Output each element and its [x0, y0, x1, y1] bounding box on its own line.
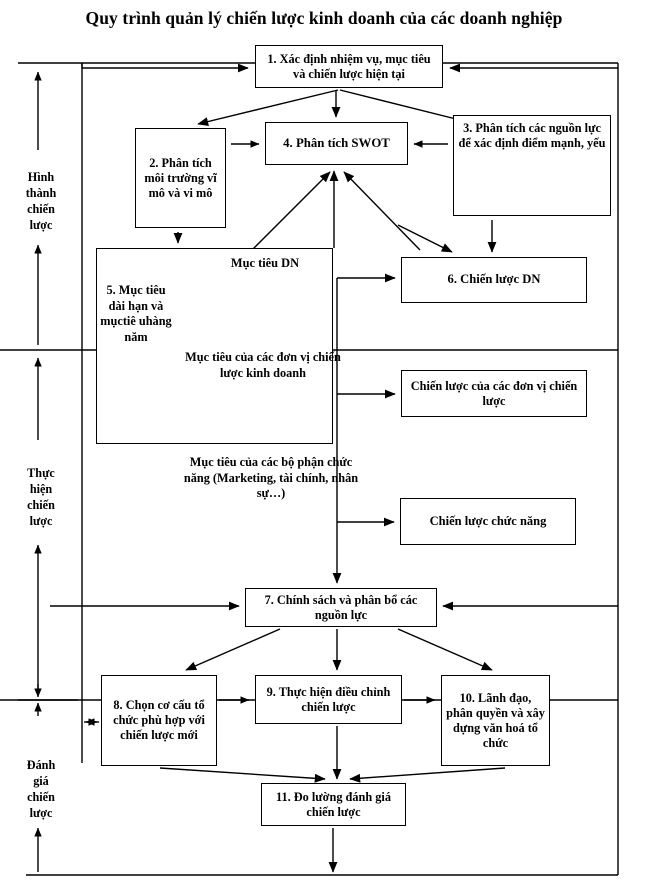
- node-9-strategy-adjustment[interactable]: 9. Thực hiện điều chỉnh chiến lược: [255, 675, 402, 724]
- node-5-label: 5. Mục tiêu dài hạn và mụctiê uhàng năm: [100, 283, 172, 345]
- label-objective-sbu: Mục tiêu của các đơn vị chiến lược kinh …: [185, 350, 341, 380]
- node-10-leadership-culture[interactable]: 10. Lãnh đạo, phân quyền và xây dựng văn…: [441, 675, 550, 766]
- node-11-measure-evaluate[interactable]: 11. Đo lường đánh giá chiến lược: [261, 783, 406, 826]
- node-3-resource-analysis[interactable]: 3. Phân tích các nguồn lực để xác định đ…: [453, 115, 611, 216]
- node-functional-strategy[interactable]: Chiến lược chức năng: [400, 498, 576, 545]
- node-4-swot-analysis[interactable]: 4. Phân tích SWOT: [265, 122, 408, 165]
- node-sbu-strategy[interactable]: Chiến lược của các đơn vị chiến lược: [401, 370, 587, 417]
- label-objective-function: Mục tiêu của các bộ phận chức năng (Mark…: [183, 455, 359, 501]
- node-7-policy-resource-allocation[interactable]: 7. Chính sách và phân bổ các nguồn lực: [245, 588, 437, 627]
- node-2-environment-analysis[interactable]: 2. Phân tích môi trường vĩ mô và vi mô: [135, 128, 226, 228]
- page-title: Quy trình quản lý chiến lược kinh doanh …: [85, 8, 563, 28]
- node-1-define-mission[interactable]: 1. Xác định nhiệm vụ, mục tiêu và chiến …: [255, 45, 443, 88]
- label-objective-corporate: Mục tiêu DN: [230, 256, 300, 270]
- node-8-org-structure[interactable]: 8. Chọn cơ cấu tổ chức phù hợp với chiến…: [101, 675, 217, 766]
- node-5-objectives-container[interactable]: [96, 248, 333, 444]
- node-6-corporate-strategy[interactable]: 6. Chiến lược DN: [401, 257, 587, 303]
